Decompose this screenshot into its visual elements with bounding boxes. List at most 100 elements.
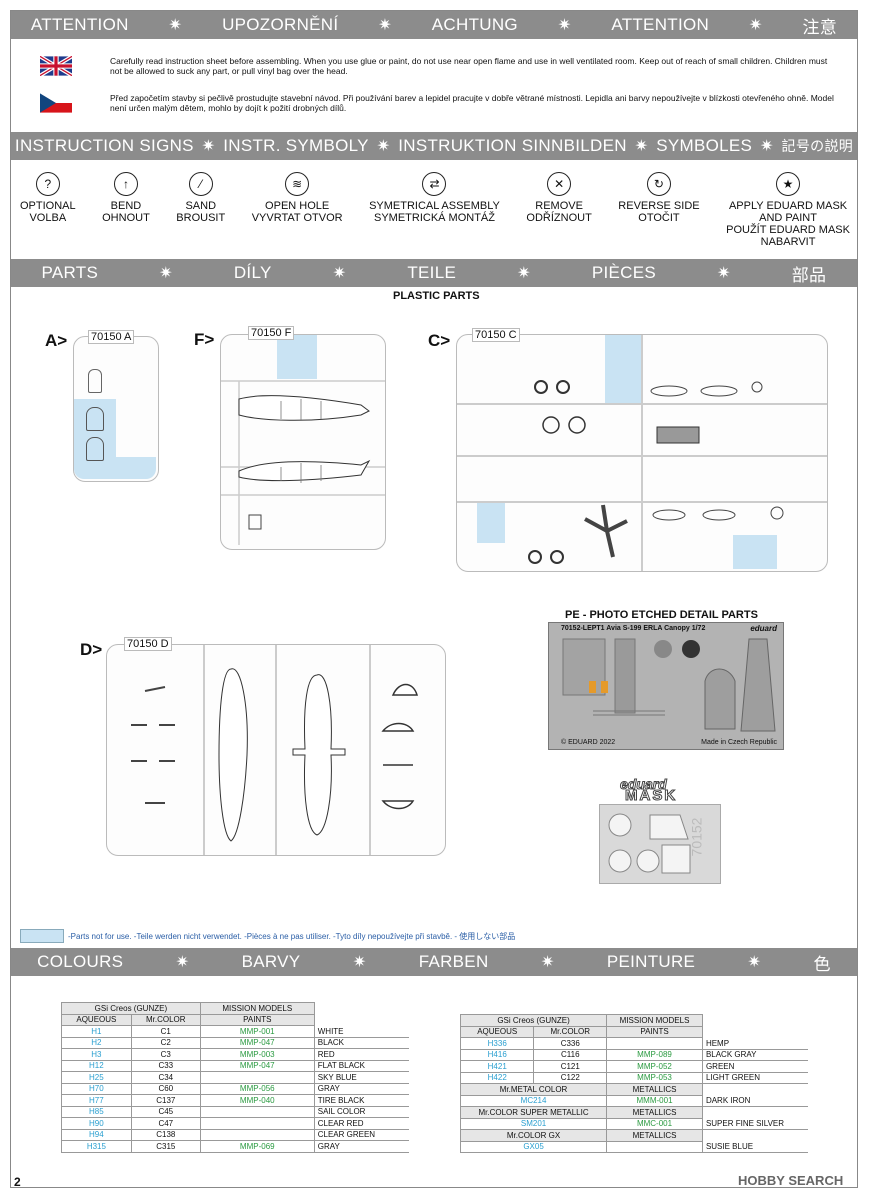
- section-header: METALLICS: [606, 1083, 703, 1096]
- sign-label: REMOVE: [535, 200, 583, 212]
- band-text: BARVY: [241, 952, 301, 971]
- mask-brand: eduard: [620, 776, 668, 793]
- star-icon: ✷: [634, 138, 649, 155]
- band-text: 記号の説明: [781, 138, 854, 154]
- star-icon: ✷: [540, 954, 555, 971]
- colour-name: WHITE: [314, 1025, 409, 1038]
- star-icon: ✷: [175, 954, 190, 971]
- aqueous-code: H421: [459, 1060, 535, 1073]
- band-text: FARBEN: [418, 952, 489, 971]
- sprue-label-c: 70150 C: [472, 328, 520, 342]
- table-header: GSi Creos (GUNZE): [61, 1002, 201, 1015]
- mission-code: MMP-040: [199, 1094, 315, 1107]
- column-header: AQUEOUS: [459, 1025, 535, 1038]
- mission-code: MMP-047: [199, 1036, 315, 1049]
- sprue-label-d: 70150 D: [124, 637, 172, 651]
- sprue-f: [220, 334, 386, 550]
- table-header: MISSION MODELS: [199, 1002, 315, 1015]
- sign-label: AND PAINT: [759, 212, 817, 224]
- section-header: Mr.COLOR SUPER METALLIC: [459, 1106, 608, 1119]
- pe-made-in: Made in Czech Republic: [701, 739, 777, 746]
- mission-code: MMP-053: [606, 1071, 703, 1084]
- aqueous-code: H422: [459, 1071, 535, 1084]
- unused-parts-area: [733, 535, 777, 569]
- unused-parts-legend: -Parts not for use. -Teile werden nicht …: [20, 929, 515, 943]
- uk-flag-icon: [40, 56, 72, 76]
- colour-name: HEMP: [702, 1037, 808, 1050]
- colour-name: CLEAR RED: [314, 1117, 409, 1130]
- column-header: Mr.COLOR: [533, 1025, 608, 1038]
- section-header: METALLICS: [606, 1106, 703, 1119]
- page-number: 2: [14, 1175, 21, 1189]
- part-shape: [86, 437, 104, 461]
- band-text: COLOURS: [37, 952, 124, 971]
- column-header: Mr.COLOR: [130, 1013, 201, 1026]
- pe-copyright: © EDUARD 2022: [561, 739, 616, 746]
- sprue-label-f: 70150 F: [248, 326, 295, 340]
- star-icon: ✷: [378, 17, 392, 34]
- aqueous-code: H25: [61, 1071, 132, 1084]
- sign-label: BROUSIT: [176, 212, 226, 224]
- warning-cz: Před započetím stavby si pečlivě prostud…: [40, 93, 840, 113]
- mission-code: MMP-003: [199, 1048, 315, 1061]
- unused-parts-area: [116, 457, 156, 479]
- band-text: INSTR. SYMBOLY: [223, 136, 369, 155]
- sign-label: REVERSE SIDE: [618, 200, 700, 212]
- band-text: PIÈCES: [591, 263, 656, 282]
- sign-label: OTOČIT: [638, 212, 680, 224]
- mrcolor-code: C138: [130, 1128, 201, 1141]
- column-header: AQUEOUS: [61, 1013, 132, 1026]
- mission-code: [199, 1117, 315, 1130]
- unused-parts-area: [605, 335, 641, 403]
- band-text: TEILE: [407, 263, 457, 282]
- colour-name: SUSIE BLUE: [702, 1141, 808, 1153]
- band-text: SYMBOLES: [656, 136, 753, 155]
- sprue-d: [106, 644, 446, 856]
- bend-icon: ↑: [113, 172, 138, 196]
- wing-parts-drawing: [131, 668, 418, 842]
- band-text: 注意: [802, 17, 838, 37]
- sprue-letter-a: A>: [45, 331, 68, 350]
- mission-code: MMM-001: [606, 1094, 703, 1107]
- aqueous-code: GX05: [459, 1140, 608, 1153]
- star-icon: ✷: [376, 138, 391, 155]
- band-text: PARTS: [41, 263, 99, 282]
- aqueous-code: H2: [61, 1036, 132, 1049]
- colour-name: CLEAR GREEN: [314, 1129, 409, 1141]
- attention-band: ATTENTION✷ UPOZORNĚNÍ✷ ACHTUNG✷ ATTENTIO…: [11, 11, 857, 39]
- aqueous-code: H1: [61, 1025, 132, 1038]
- sign-label: VYVRTAT OTVOR: [251, 212, 343, 224]
- sprue-label-a: 70150 A: [88, 330, 135, 344]
- band-text: 部品: [791, 265, 827, 285]
- sign-label: NABARVIT: [760, 236, 816, 248]
- mrcolor-code: C336: [533, 1037, 608, 1050]
- sign-label: APPLY EDUARD MASK: [728, 200, 848, 212]
- colour-name: SKY BLUE: [314, 1071, 409, 1084]
- mission-code: MMP-052: [606, 1060, 703, 1073]
- mission-code: MMC-001: [606, 1117, 703, 1130]
- signs-band: INSTRUCTION SIGNS✷ INSTR. SYMBOLY✷ INSTR…: [11, 132, 857, 160]
- reverse-icon: ↻: [646, 172, 671, 196]
- symmetry-icon: ⇄: [422, 172, 447, 196]
- star-icon: ✷: [557, 17, 572, 34]
- star-icon: ✷: [201, 138, 216, 155]
- mission-code: [606, 1037, 703, 1050]
- sprue-runner: [203, 645, 205, 855]
- band-text: UPOZORNĚNÍ: [222, 15, 339, 34]
- fuselage-parts-drawing: [221, 380, 385, 545]
- colour-name: BLACK: [314, 1037, 409, 1049]
- table-header: GSi Creos (GUNZE): [459, 1014, 608, 1027]
- colour-name: SAIL COLOR: [314, 1106, 409, 1118]
- mrcolor-code: C2: [130, 1036, 201, 1049]
- pe-fret: 70152-LEPT1 Avia S-199 ERLA Canopy 1/72 …: [548, 622, 784, 750]
- band-text: PEINTURE: [606, 952, 696, 971]
